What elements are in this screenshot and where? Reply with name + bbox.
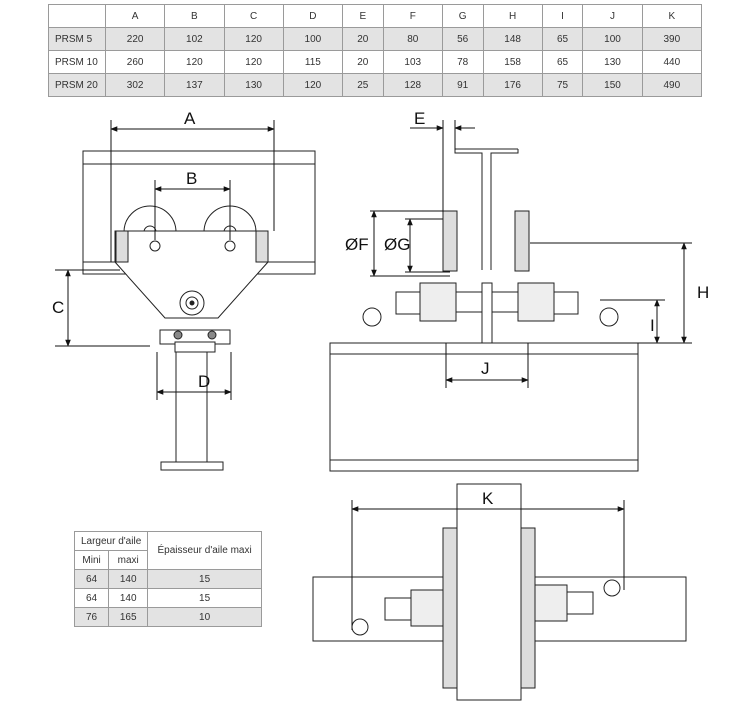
flange-max-cell: 140 bbox=[108, 569, 149, 589]
value-cell: 102 bbox=[164, 27, 225, 51]
value-cell: 120 bbox=[282, 73, 344, 97]
value-cell: 65 bbox=[541, 27, 584, 51]
min-header: Mini bbox=[73, 550, 110, 570]
value-cell: 120 bbox=[223, 27, 284, 51]
label-h: H bbox=[697, 283, 709, 302]
value-cell: 100 bbox=[582, 27, 643, 51]
label-g: ØG bbox=[384, 235, 410, 254]
flange-width-header: Largeur d'aile bbox=[73, 531, 149, 551]
label-b: B bbox=[186, 169, 197, 188]
label-f: ØF bbox=[345, 235, 369, 254]
value-cell: 260 bbox=[104, 50, 166, 74]
side-dimensions bbox=[370, 120, 692, 388]
max-header: maxi bbox=[108, 550, 149, 570]
value-cell: 20 bbox=[342, 27, 384, 51]
header-cell: B bbox=[164, 4, 225, 28]
value-cell: 137 bbox=[164, 73, 225, 97]
dimension-table-header: A B C D E F G H I J K bbox=[48, 4, 703, 28]
label-a: A bbox=[184, 109, 196, 128]
flange-max-cell: 140 bbox=[108, 588, 149, 608]
value-cell: 130 bbox=[223, 73, 284, 97]
header-cell: C bbox=[223, 4, 284, 28]
label-e: E bbox=[414, 109, 425, 128]
header-cell: F bbox=[382, 4, 443, 28]
value-cell: 75 bbox=[541, 73, 584, 97]
front-view bbox=[82, 150, 316, 471]
flange-thickness-header: Épaisseur d'aile maxi bbox=[147, 531, 262, 570]
value-cell: 100 bbox=[282, 27, 344, 51]
header-cell: J bbox=[582, 4, 643, 28]
value-cell: 128 bbox=[382, 73, 443, 97]
header-cell: G bbox=[441, 4, 484, 28]
value-cell: 302 bbox=[104, 73, 166, 97]
flange-thickness-cell: 15 bbox=[147, 569, 262, 589]
flange-min-cell: 64 bbox=[73, 569, 110, 589]
header-cell: I bbox=[541, 4, 584, 28]
label-i: I bbox=[650, 316, 655, 335]
value-cell: 65 bbox=[541, 50, 584, 74]
label-d: D bbox=[198, 372, 210, 391]
value-cell: 176 bbox=[482, 73, 543, 97]
top-dimensions bbox=[351, 500, 625, 630]
value-cell: 148 bbox=[482, 27, 543, 51]
side-view bbox=[329, 148, 639, 472]
flange-min-cell: 64 bbox=[73, 588, 110, 608]
header-cell: H bbox=[482, 4, 543, 28]
flange-thickness-cell: 10 bbox=[147, 607, 262, 627]
header-cell: K bbox=[641, 4, 703, 28]
value-cell: 91 bbox=[441, 73, 484, 97]
front-dimensions bbox=[55, 120, 275, 400]
value-cell: 25 bbox=[342, 73, 384, 97]
value-cell: 78 bbox=[441, 50, 484, 74]
header-cell bbox=[48, 4, 106, 28]
top-view bbox=[312, 483, 687, 701]
value-cell: 440 bbox=[641, 50, 703, 74]
flange-min-cell: 76 bbox=[73, 607, 110, 627]
value-cell: 80 bbox=[382, 27, 443, 51]
header-cell: D bbox=[282, 4, 344, 28]
label-j: J bbox=[481, 359, 490, 378]
value-cell: 120 bbox=[223, 50, 284, 74]
value-cell: 115 bbox=[282, 50, 344, 74]
flange-max-cell: 165 bbox=[108, 607, 149, 627]
model-cell: PRSM 5 bbox=[48, 27, 106, 51]
flange-table: Largeur d'aile Épaisseur d'aile maxi Min… bbox=[73, 531, 262, 627]
model-cell: PRSM 20 bbox=[48, 73, 106, 97]
header-cell: E bbox=[342, 4, 384, 28]
value-cell: 150 bbox=[582, 73, 643, 97]
flange-thickness-cell: 15 bbox=[147, 588, 262, 608]
value-cell: 490 bbox=[641, 73, 703, 97]
label-k: K bbox=[482, 489, 494, 508]
label-c: C bbox=[52, 298, 64, 317]
